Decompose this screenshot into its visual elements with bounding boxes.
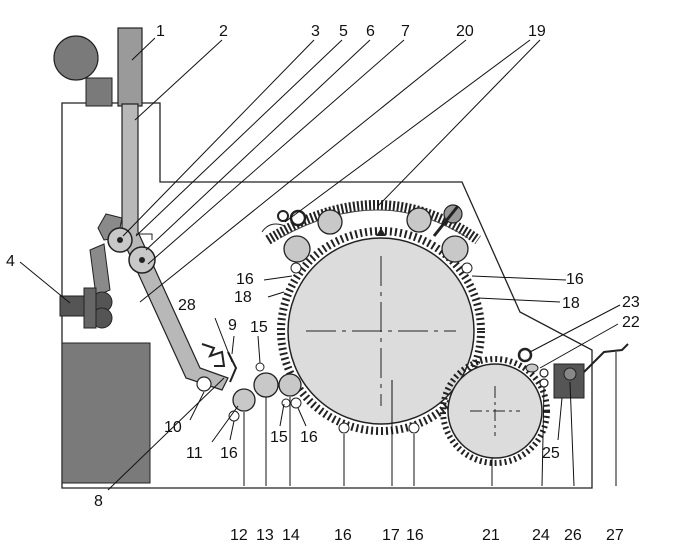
label-14: 14 — [282, 527, 300, 544]
label-8: 8 — [94, 493, 103, 510]
label-25: 25 — [542, 445, 560, 462]
delivery-section — [517, 343, 629, 399]
label-12: 12 — [230, 527, 248, 544]
chute-rollers — [107, 227, 156, 274]
label-21: 21 — [482, 527, 500, 544]
label-6: 6 — [366, 23, 375, 40]
label-13: 13 — [256, 527, 274, 544]
fan-motor — [53, 35, 99, 81]
label-10: 10 — [164, 419, 182, 436]
label-5: 5 — [339, 23, 348, 40]
label-20: 20 — [456, 23, 474, 40]
label-18-a: 18 — [234, 289, 252, 306]
label-11: 11 — [186, 445, 203, 462]
label-3: 3 — [311, 23, 320, 40]
label-7: 7 — [401, 23, 410, 40]
label-15-a: 15 — [250, 319, 268, 336]
label-9: 9 — [228, 317, 237, 334]
label-15-b: 15 — [270, 429, 288, 446]
roller-12 — [232, 388, 256, 412]
roller-13 — [253, 372, 279, 398]
feed-chute-top — [117, 27, 143, 107]
main-cylinder — [277, 227, 485, 435]
label-1: 1 — [156, 23, 165, 40]
label-16-a: 16 — [236, 271, 254, 288]
machine-frame — [53, 27, 593, 489]
doffer — [440, 356, 550, 466]
label-16-e: 16 — [334, 527, 352, 544]
revolving-flats — [261, 200, 481, 263]
fan-housing — [85, 77, 113, 107]
label-2: 2 — [219, 23, 228, 40]
label-28: 28 — [178, 297, 196, 314]
label-19: 19 — [528, 23, 546, 40]
label-4: 4 — [6, 253, 15, 270]
mote-knives — [228, 262, 473, 434]
label-16-d: 16 — [300, 429, 318, 446]
label-22: 22 — [622, 314, 640, 331]
label-24: 24 — [532, 527, 550, 544]
roller-14 — [278, 373, 302, 397]
label-16-f: 16 — [406, 527, 424, 544]
label-26: 26 — [564, 527, 582, 544]
drive-motor — [59, 287, 113, 329]
label-16-b: 16 — [566, 271, 584, 288]
part-labels: 1 2 3 5 6 7 20 19 4 16 18 16 18 23 22 28… — [6, 23, 640, 544]
label-27: 27 — [606, 527, 624, 544]
label-23: 23 — [622, 294, 640, 311]
label-17: 17 — [382, 527, 400, 544]
leader-lines — [19, 37, 621, 491]
drive-cabinet — [61, 342, 151, 484]
label-16-c: 16 — [220, 445, 238, 462]
licker-in-rollers — [232, 362, 302, 412]
label-18-b: 18 — [562, 295, 580, 312]
